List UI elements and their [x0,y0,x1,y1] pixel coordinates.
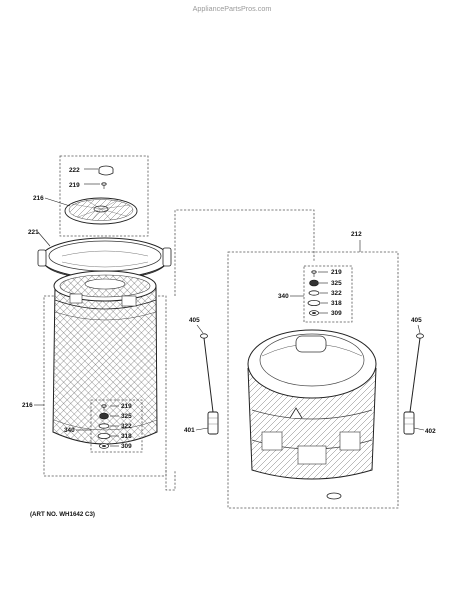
callout-318-left: 318 [121,433,132,440]
callout-221: 221 [28,229,39,236]
right-leaders [195,240,425,431]
callout-405-right: 405 [411,317,422,324]
callout-309-left: 309 [121,443,132,450]
callout-212: 212 [351,231,362,238]
callout-222: 222 [69,167,80,174]
hub-kit-right-parts [307,270,321,316]
suspension-rod-left-part [200,333,219,435]
group-box-hub-left [90,399,143,453]
connector-bottom [165,470,176,491]
wash-basket-part [52,270,158,445]
callout-219-left: 219 [121,403,132,410]
callout-325-left: 325 [121,413,132,420]
callout-219-right: 219 [331,269,342,276]
callout-216-top: 216 [33,195,44,202]
callout-322-right: 322 [331,290,342,297]
outer-tub-part [247,329,377,500]
watermark: AppliancePartsPros.com [193,4,272,13]
callout-340-left: 340 [64,427,75,434]
impeller-part [64,197,138,225]
agitator-cap-part [98,165,114,176]
callout-216-mid: 216 [22,402,33,409]
callout-219-top: 219 [69,182,80,189]
callout-402: 402 [425,428,436,435]
group-box-tub [227,251,399,509]
callout-401: 401 [184,427,195,434]
callout-318-right: 318 [331,300,342,307]
callout-340-right: 340 [278,293,289,300]
callout-309-right: 309 [331,310,342,317]
callout-325-right: 325 [331,280,342,287]
left-leaders [34,168,119,447]
suspension-rod-right-part [403,333,424,435]
connector-top [174,209,315,296]
callout-405-left: 405 [189,317,200,324]
art-number: (ART NO. WH1642 C3) [30,511,95,518]
group-box-agitator [59,155,149,237]
agitator-bolt-part [101,182,107,189]
group-box-hub-right [303,265,353,323]
callout-322-left: 322 [121,423,132,430]
